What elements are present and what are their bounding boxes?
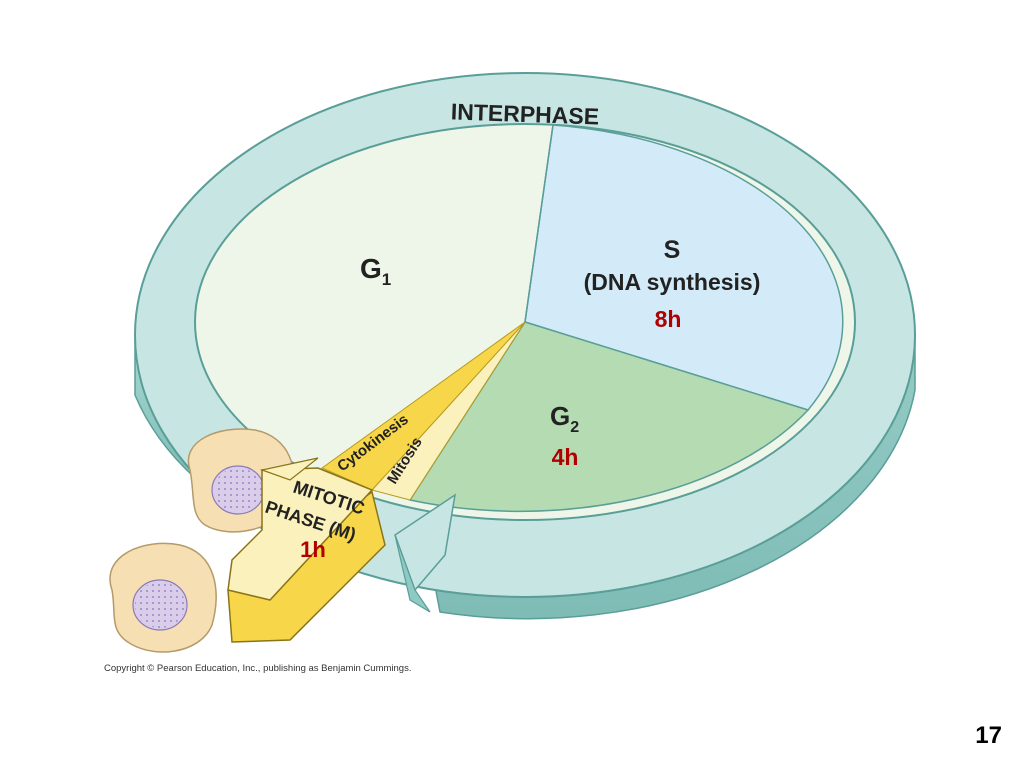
s-phase-duration: 8h [655, 306, 682, 332]
mitotic-arrowhead [259, 457, 319, 481]
mitotic-arrow [227, 467, 374, 601]
interphase-arrowhead-side [394, 534, 431, 613]
mitotic-phase-duration: 1h [300, 537, 326, 562]
daughter-cell-lower [109, 542, 217, 653]
interphase-label: INTERPHASE [450, 98, 599, 129]
copyright-notice: Copyright © Pearson Education, Inc., pub… [104, 663, 412, 674]
s-phase-subtitle: (DNA synthesis) [584, 269, 761, 295]
g1-label: G1 [360, 253, 391, 289]
cytokinesis-sector [320, 321, 526, 491]
page-number: 17 [975, 722, 1002, 749]
g2-duration: 4h [552, 444, 579, 470]
g2-phase-sector [408, 321, 810, 513]
g2-label: G2 [550, 401, 579, 436]
g1-boundary [524, 124, 554, 323]
s-phase-sector [524, 124, 844, 411]
s-phase-label: S [664, 236, 681, 264]
